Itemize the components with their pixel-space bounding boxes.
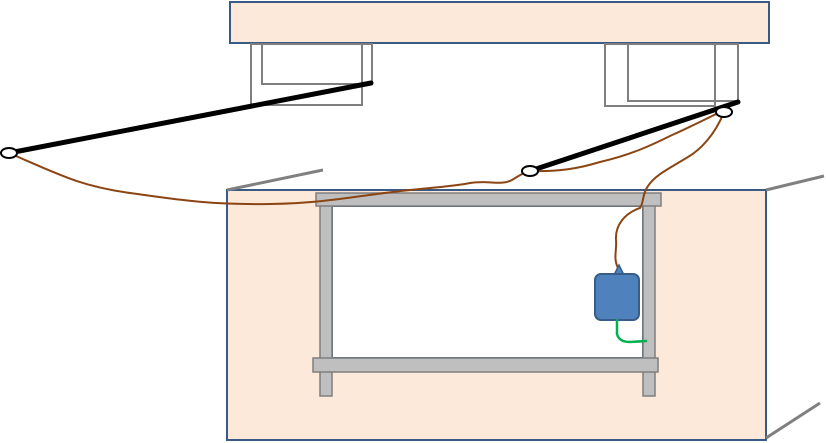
left-arm xyxy=(6,80,374,156)
green-wire xyxy=(615,318,648,344)
right-bracket xyxy=(604,43,739,107)
rack-frame xyxy=(312,192,662,397)
right-bracket-inner xyxy=(627,43,739,102)
left-joint xyxy=(0,147,18,159)
rack-bottom-rail xyxy=(312,357,659,373)
rack-top-rail xyxy=(315,192,662,207)
edge-line-bottom-right xyxy=(765,401,821,440)
right-joint xyxy=(715,106,733,118)
right-bracket-outer xyxy=(604,43,716,107)
left-bracket-inner xyxy=(261,43,373,85)
device-box xyxy=(594,273,640,321)
right-arm xyxy=(527,99,741,174)
ceiling-panel xyxy=(229,1,770,44)
edge-line-top-left xyxy=(226,168,324,192)
edge-line-top-right xyxy=(765,174,825,192)
left-bracket xyxy=(250,43,373,106)
middle-joint xyxy=(521,165,539,177)
cable-path xyxy=(8,111,725,269)
